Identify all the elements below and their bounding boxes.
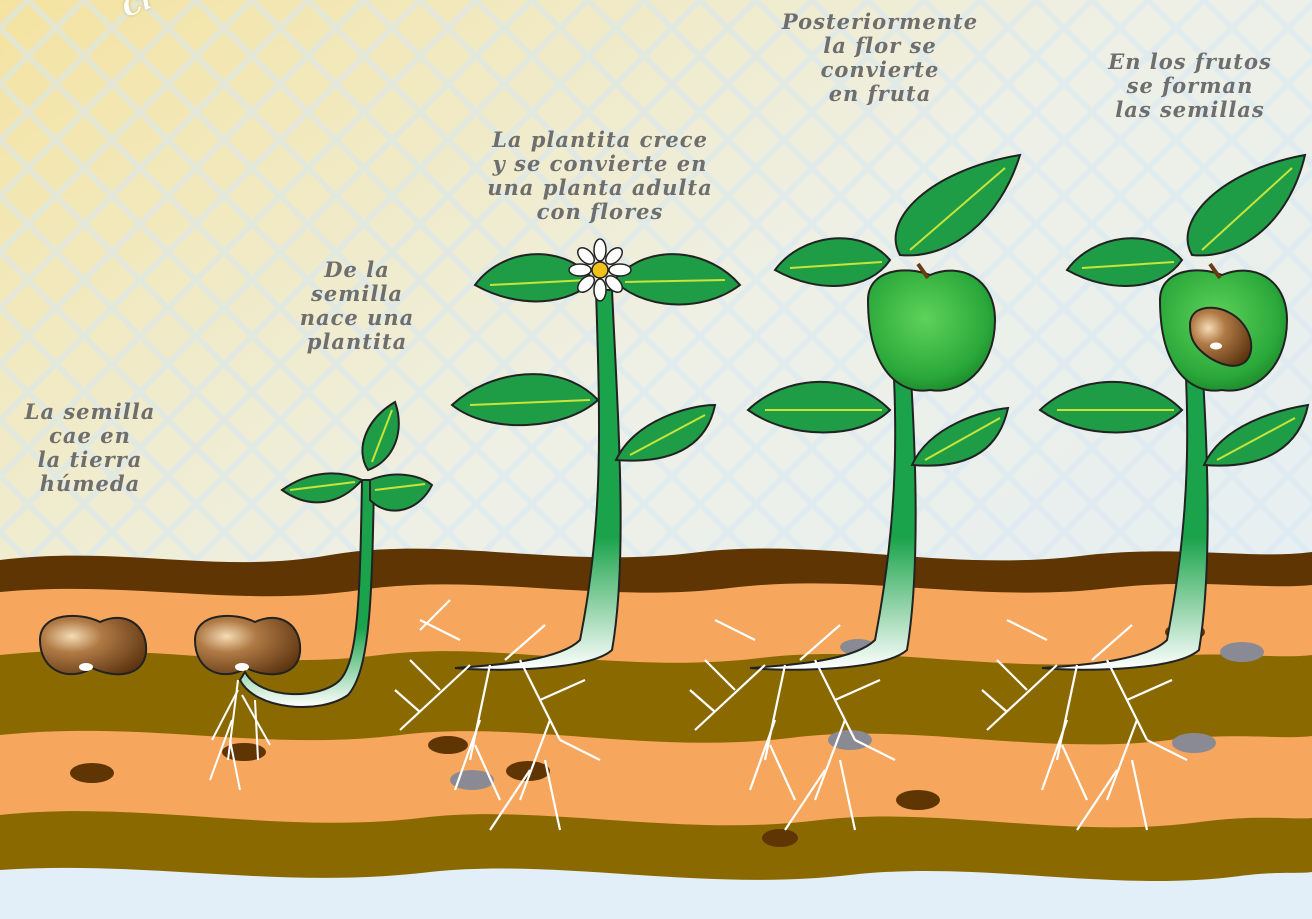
apple-icon [866, 262, 997, 392]
seed-fruit-plant-stage-5 [981, 153, 1310, 831]
seed-stage-1 [38, 614, 148, 676]
fruiting-plant-stage-4 [689, 153, 1022, 831]
flower-icon [568, 238, 632, 302]
soil [0, 548, 1312, 919]
label-semilla-cae: La semilla cae en la tierra húmeda [24, 399, 156, 496]
label-frutos-semillas: En los frutos se forman las semillas [1108, 49, 1272, 122]
apple-with-seed-icon [1158, 262, 1289, 392]
label-flor-fruta: Posteriormente la flor se convierte en f… [781, 9, 979, 106]
label-nace-plantita: De la semilla nace una plantita [299, 257, 415, 354]
sprout-stage-2 [193, 400, 434, 791]
adult-plant-stage-3 [394, 238, 742, 831]
label-planta-adulta: La plantita crece y se convierte en una … [487, 127, 713, 224]
